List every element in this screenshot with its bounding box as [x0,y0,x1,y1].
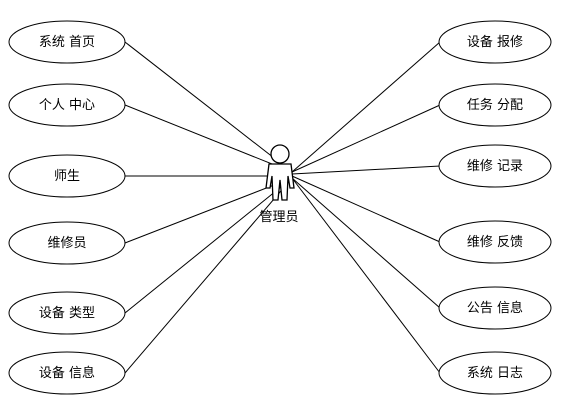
association-line-left-0 [124,41,293,173]
association-lines [124,41,441,374]
use-case-right-3[interactable]: 维修 反馈 [438,220,552,264]
use-case-label: 个人 中心 [39,98,95,113]
association-line-right-1 [291,104,441,173]
use-case-left-1[interactable]: 个人 中心 [8,83,126,127]
use-case-right-4[interactable]: 公告 信息 [438,286,552,330]
person-icon [265,144,295,201]
use-case-label: 设备 信息 [39,365,95,381]
use-case-label: 师生 [54,169,80,184]
association-line-left-3 [124,177,293,244]
use-case-label: 任务 分配 [467,97,523,113]
use-case-right-1[interactable]: 任务 分配 [438,83,552,127]
use-case-left-3[interactable]: 维修员 [8,221,126,265]
use-case-right-2[interactable]: 维修 记录 [438,144,552,188]
actor-label: 管理员 [259,210,298,225]
association-line-left-1 [124,104,293,173]
association-line-right-2 [291,165,441,175]
association-line-left-4 [124,177,293,314]
use-case-label: 维修 记录 [467,159,523,174]
association-line-right-3 [291,175,441,243]
use-case-left-5[interactable]: 设备 信息 [8,351,126,395]
use-case-label: 设备 类型 [39,305,95,321]
use-case-right-0[interactable]: 设备 报修 [438,20,552,64]
use-case-label: 设备 报修 [467,34,523,50]
association-line-right-0 [291,41,441,173]
use-case-right-5[interactable]: 系统 日志 [438,351,552,395]
use-case-left-0[interactable]: 系统 首页 [8,20,126,64]
use-case-left-4[interactable]: 设备 类型 [8,291,126,335]
use-case-label: 系统 首页 [39,35,95,50]
use-case-left-2[interactable]: 师生 [8,154,126,198]
association-line-right-4 [291,177,441,309]
use-case-label: 维修员 [47,236,86,251]
actor: 管理员 [259,144,299,225]
association-line-right-5 [291,177,441,374]
use-case-label: 公告 信息 [467,300,523,316]
use-case-label: 系统 日志 [467,366,523,381]
association-line-left-5 [124,177,293,374]
use-case-label: 维修 反馈 [467,235,523,250]
